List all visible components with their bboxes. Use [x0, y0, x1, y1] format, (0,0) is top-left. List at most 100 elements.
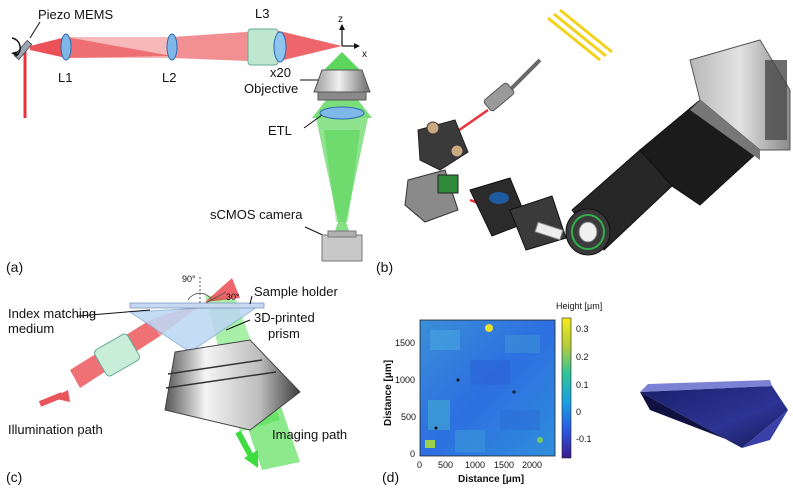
panel-c: 90° 30° Sample holder Index matching med… [6, 274, 347, 485]
rotation-arrow-head [11, 51, 18, 56]
holder-leader [249, 295, 253, 305]
panel-b: (b) [376, 8, 791, 275]
illumination-arrow-line [38, 392, 64, 407]
panel-c-label: (c) [6, 469, 22, 485]
defect-1 [456, 378, 460, 382]
x-tick-2000: 2000 [522, 460, 542, 470]
colorbar-tick-4: 0 [576, 407, 581, 417]
objective-ring-1 [167, 359, 263, 375]
beam-segment-2 [66, 37, 172, 58]
sample-holder-label: Sample holder [254, 284, 338, 299]
lens-tube-1-glass [489, 192, 509, 204]
imaging-path-arrow-line [235, 430, 255, 460]
illumination-objective [94, 333, 140, 377]
height-hotspot [485, 324, 493, 332]
camera-fins [765, 60, 787, 140]
y-tick-500: 500 [401, 412, 416, 422]
height-feature-1 [425, 440, 435, 448]
etl-leader [303, 114, 323, 129]
x-tick-1500: 1500 [494, 460, 514, 470]
axis-x-label: x [362, 49, 367, 60]
l2-label: L2 [162, 70, 176, 85]
l1-label: L1 [58, 70, 72, 85]
beam-segment-4 [275, 30, 342, 62]
fluor-cone-top [322, 52, 362, 72]
rotation-arrow [11, 37, 21, 57]
lens-tube-3 [534, 221, 564, 241]
objective-ring [571, 214, 605, 250]
defect-2 [512, 390, 516, 394]
imaging-path-arrow-head [244, 450, 258, 468]
piezo-mems-label: Piezo MEMS [38, 7, 113, 22]
panel-b-label: (b) [376, 259, 393, 275]
colorbar-tick-2: 0.2 [576, 352, 589, 362]
x-tick-500: 500 [438, 460, 453, 470]
prism-render-side [640, 392, 742, 448]
objective-tip [578, 221, 598, 243]
mems-board [437, 174, 459, 194]
angle-30-label: 30° [226, 292, 240, 302]
fiber-yellow-2 [553, 12, 607, 58]
scmos-camera [321, 234, 363, 262]
sample-holder [129, 302, 265, 309]
prism-render-edge [640, 380, 772, 392]
lens-l3-glass [273, 31, 287, 63]
axis-z-arrow [339, 24, 345, 30]
panel-d-label: (d) [382, 469, 399, 485]
etl-label: ETL [268, 123, 292, 138]
y-tick-1000: 1000 [395, 375, 415, 385]
angle-arc-90 [187, 292, 213, 301]
prism [128, 304, 262, 353]
x-tick-1000: 1000 [465, 460, 485, 470]
x-axis-label: Distance [μm] [458, 474, 524, 485]
l3-label: L3 [255, 6, 269, 21]
colorbar [561, 317, 572, 459]
prism-leader [225, 319, 251, 331]
panel-a-label: (a) [6, 259, 23, 275]
piezo-leader [29, 21, 41, 39]
prism-label-1: 3D-printed [254, 310, 315, 325]
axis-x-arrow [354, 43, 360, 49]
height-map-texture [428, 330, 540, 452]
colorbar-tick-5: -0.1 [576, 434, 592, 444]
prism-label-2: prism [268, 326, 300, 341]
fluor-down-beam [316, 118, 368, 222]
prism-render-face [742, 410, 788, 448]
fluor-down-beam-2 [324, 130, 360, 222]
fiber-collimator [483, 82, 515, 112]
camera-label: sCMOS camera [210, 207, 303, 222]
imaging-path-label: Imaging path [272, 427, 347, 442]
etl-lens [319, 106, 365, 120]
axis-z-label: z [338, 14, 343, 25]
y-axis-label: Distance [μm] [383, 360, 394, 426]
angle-line-30 [205, 291, 227, 304]
beam-segment-2b [66, 37, 172, 58]
colorbar-tick-1: 0.3 [576, 324, 589, 334]
height-feature-2 [537, 437, 543, 443]
objective-ring-2 [165, 371, 277, 389]
objective-label-line1: x20 [270, 65, 291, 80]
camera-mount [327, 230, 357, 238]
defect-3 [434, 426, 438, 430]
y-tick-0: 0 [410, 449, 415, 459]
angle-90-label: 90° [182, 274, 196, 284]
index-matching-label-2: medium [8, 321, 54, 336]
lens-l2 [166, 33, 178, 61]
objective-lens [313, 69, 371, 93]
reflected-beam [205, 278, 240, 302]
index-leader [77, 309, 151, 317]
x-tick-0: 0 [417, 460, 422, 470]
colorbar-title: Height [μm] [556, 301, 602, 311]
panel-d: Height [μm] 0.3 0.2 0.1 0 -0.1 0 500 100… [382, 301, 788, 485]
lens-l1 [60, 33, 72, 61]
mount-knob-2 [450, 144, 464, 158]
mems-mirror [13, 39, 33, 61]
mount-knob-1 [426, 121, 440, 135]
mirror-mount-1 [417, 119, 469, 171]
panel-a: Piezo MEMS L1 L2 L3 z x x20 Objective ET… [6, 6, 372, 275]
beam-path-b-1 [454, 108, 489, 135]
beam-segment-1 [30, 37, 66, 58]
objective-label-line2: Objective [244, 81, 298, 96]
